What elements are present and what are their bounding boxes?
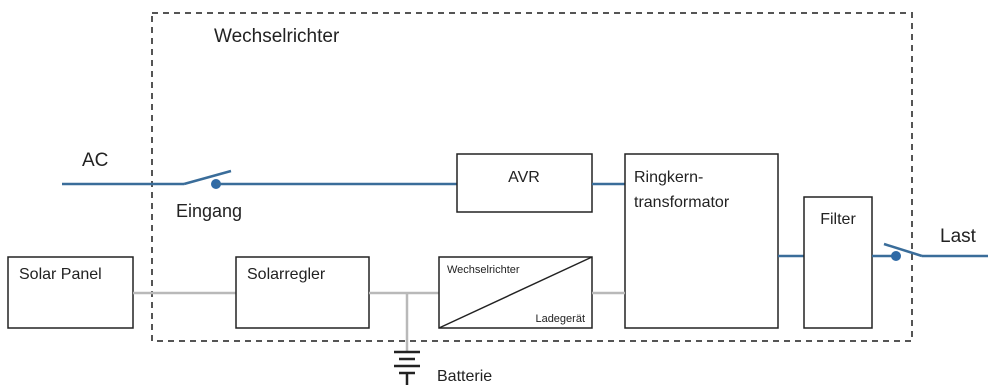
avr-box: [456, 153, 593, 213]
input-switch-blade: [183, 169, 232, 186]
ac-label: AC: [82, 150, 108, 171]
battery-symbol: [394, 350, 420, 385]
filter-label: Filter: [820, 211, 856, 228]
inverter-title: Wechselrichter: [214, 26, 340, 47]
inverter-enclosure: [151, 12, 913, 342]
inverter-charger-top-label: Wechselrichter: [447, 264, 520, 276]
solar-controller-label: Solarregler: [247, 266, 326, 283]
inverter-charger-divider: [438, 256, 593, 329]
solar-panel-box: [7, 256, 134, 329]
output-switch-contact: [891, 251, 901, 261]
solar-panel-label: Solar Panel: [19, 266, 102, 283]
toroid-label-line2: transformator: [634, 194, 730, 211]
toroid-label-line1: Ringkern-: [634, 169, 703, 186]
battery-label: Batterie: [437, 368, 492, 385]
filter-box: [803, 196, 873, 329]
toroid-transformer-box: [624, 153, 779, 329]
input-label: Eingang: [176, 201, 242, 221]
load-label: Last: [940, 226, 977, 247]
output-switch-blade: [883, 242, 923, 258]
avr-label: AVR: [508, 169, 540, 186]
inverter-charger-bottom-label: Ladegerät: [535, 313, 585, 325]
